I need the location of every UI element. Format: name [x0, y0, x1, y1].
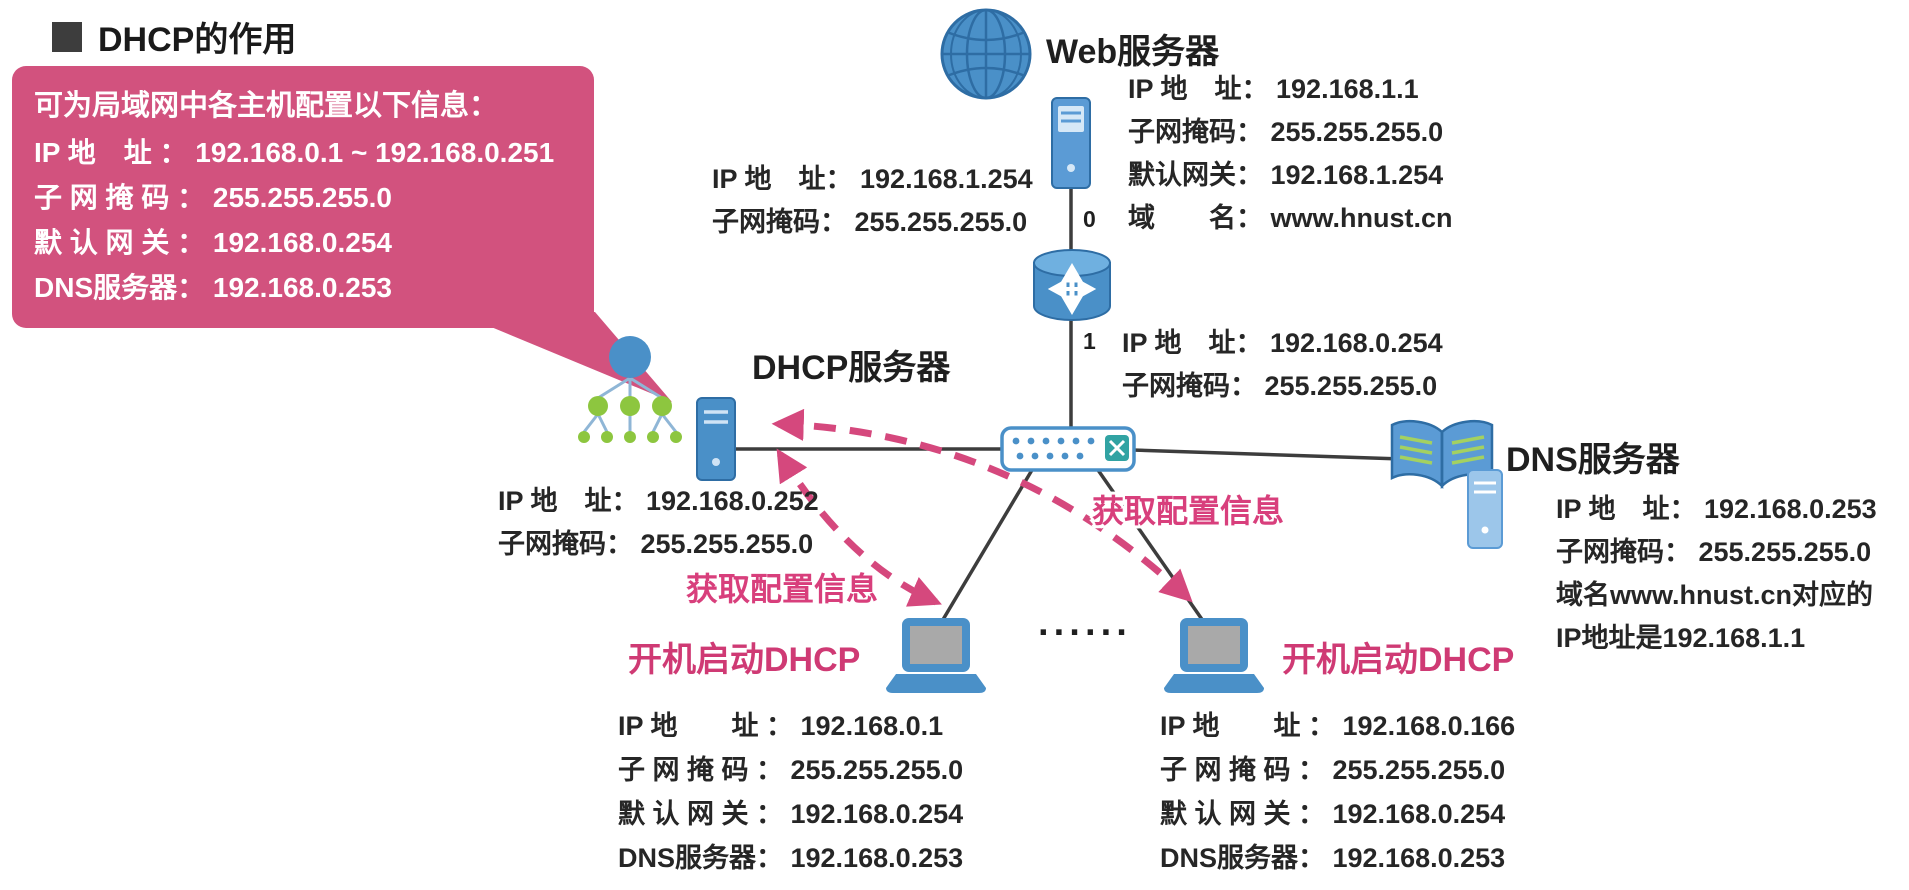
- router-port1-number: 1: [1080, 328, 1099, 355]
- client-left-dns: DNS服务器： 192.168.0.253: [618, 843, 964, 873]
- dns-server-note1: 域名www.hnust.cn对应的: [1556, 580, 1873, 610]
- boot-dhcp-label-right: 开机启动DHCP: [1282, 641, 1515, 679]
- router-port1-info: IP 地 址： 192.168.0.254 子网掩码： 255.255.255.…: [1122, 322, 1443, 408]
- callout-ip-range: IP 地 址 ： 192.168.0.1 ~ 192.168.0.251: [34, 137, 555, 168]
- callout-heading: 可为局域网中各主机配置以下信息：: [34, 90, 499, 122]
- dns-server-label: DNS服务器: [1506, 441, 1680, 479]
- dns-server-note2: IP地址是192.168.1.1: [1556, 623, 1806, 653]
- get-config-label-right: 获取配置信息: [1092, 493, 1285, 529]
- dhcp-server-info: IP 地 址： 192.168.0.252 子网掩码： 255.255.255.…: [498, 480, 819, 566]
- router-port1-mask: 子网掩码： 255.255.255.0: [1122, 371, 1438, 401]
- more-clients-ellipsis: ······: [1038, 612, 1132, 654]
- client-right-gateway: 默 认 网 关 ： 192.168.0.254: [1160, 799, 1506, 829]
- dns-server-mask: 子网掩码： 255.255.255.0: [1556, 537, 1872, 567]
- laptop-right-icon: [1164, 618, 1264, 693]
- dhcp-config-callout: 可为局域网中各主机配置以下信息： IP 地 址 ： 192.168.0.1 ~ …: [12, 66, 594, 328]
- dhcp-server-ip: IP 地 址： 192.168.0.252: [498, 486, 819, 516]
- router-port1-ip: IP 地 址： 192.168.0.254: [1122, 328, 1443, 358]
- callout-tail: [455, 312, 672, 402]
- boot-dhcp-label-left: 开机启动DHCP: [628, 641, 861, 679]
- web-server-label: Web服务器: [1046, 33, 1220, 71]
- client-left-mask: 子 网 掩 码 ： 255.255.255.0: [618, 755, 964, 785]
- get-config-label-left: 获取配置信息: [686, 571, 879, 607]
- dhcp-exchange-arrows: [771, 408, 1193, 607]
- web-server-mask: 子网掩码： 255.255.255.0: [1128, 117, 1444, 147]
- dns-server-tower-icon: [1467, 469, 1503, 549]
- callout-dns: DNS服务器： 192.168.0.253: [34, 272, 392, 303]
- web-server-info: IP 地 址： 192.168.1.1 子网掩码： 255.255.255.0 …: [1128, 68, 1453, 240]
- router-port0-ip: IP 地 址： 192.168.1.254: [712, 164, 1033, 194]
- callout-gateway: 默 认 网 关 ： 192.168.0.254: [34, 227, 392, 258]
- page-title-text: DHCP的作用: [98, 21, 297, 59]
- switch-icon: [1000, 426, 1136, 472]
- laptop-left-icon: [886, 618, 986, 693]
- web-server-gateway: 默认网关： 192.168.1.254: [1128, 160, 1444, 190]
- dhcp-server-mask: 子网掩码： 255.255.255.0: [498, 529, 814, 559]
- client-left-info: IP 地 址 ： 192.168.0.1 子 网 掩 码 ： 255.255.2…: [618, 704, 963, 880]
- dhcp-server-tower-icon: [696, 397, 736, 481]
- dhcp-server-label: DHCP服务器: [752, 349, 951, 387]
- bullet-square-icon: [52, 21, 82, 52]
- globe-icon: [940, 8, 1032, 100]
- callout-subnet-mask: 子 网 掩 码 ： 255.255.255.0: [34, 182, 392, 213]
- client-right-info: IP 地 址 ： 192.168.0.166 子 网 掩 码 ： 255.255…: [1160, 704, 1515, 880]
- client-right-ip: IP 地 址 ： 192.168.0.166: [1160, 711, 1516, 741]
- router-icon: [1033, 249, 1111, 321]
- web-server-domain: 域 名： www.hnust.cn: [1128, 203, 1453, 233]
- client-left-ip: IP 地 址 ： 192.168.0.1: [618, 711, 944, 741]
- client-left-gateway: 默 认 网 关 ： 192.168.0.254: [618, 799, 964, 829]
- router-port0-number: 0: [1080, 206, 1099, 233]
- web-server-ip: IP 地 址： 192.168.1.1: [1128, 74, 1419, 104]
- router-port0-mask: 子网掩码： 255.255.255.0: [712, 207, 1028, 237]
- dns-server-info: IP 地 址： 192.168.0.253 子网掩码： 255.255.255.…: [1556, 488, 1877, 660]
- dhcp-network-tree-icon: [578, 336, 682, 443]
- web-server-tower-icon: [1051, 97, 1091, 189]
- client-right-dns: DNS服务器： 192.168.0.253: [1160, 843, 1506, 873]
- router-port0-info: IP 地 址： 192.168.1.254 子网掩码： 255.255.255.…: [712, 158, 1033, 244]
- dns-server-ip: IP 地 址： 192.168.0.253: [1556, 494, 1877, 524]
- page-title: DHCP的作用: [52, 12, 296, 61]
- client-right-mask: 子 网 掩 码 ： 255.255.255.0: [1160, 755, 1506, 785]
